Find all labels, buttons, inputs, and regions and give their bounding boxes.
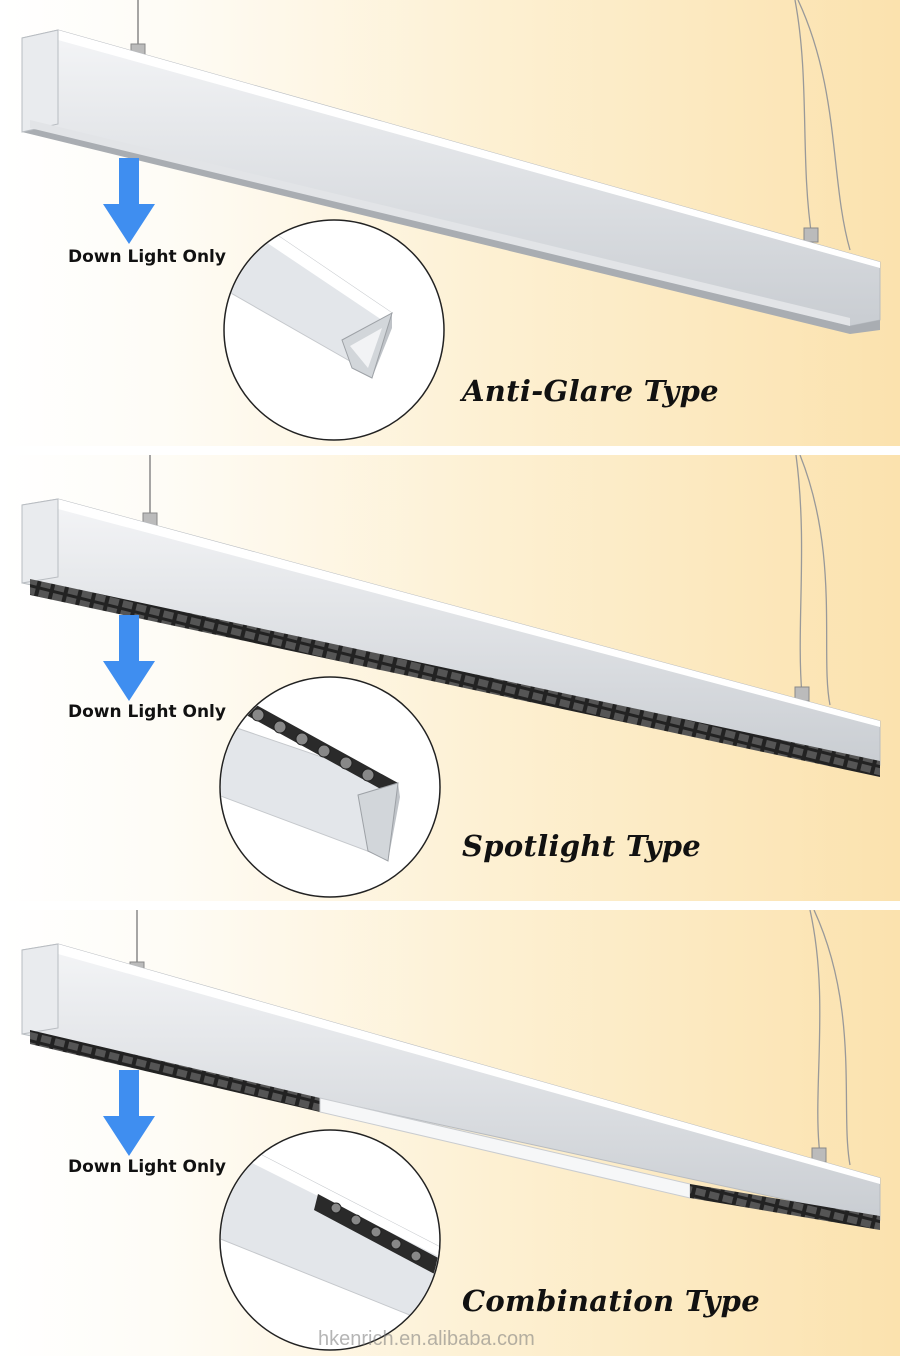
down-light-label: Down Light Only	[68, 1157, 226, 1177]
product-panel-combination: Down Light Only Combination Type	[0, 910, 900, 1356]
linear-light-fixture	[21, 0, 881, 334]
watermark: hkenrich.en.alibaba.com	[318, 1328, 535, 1350]
detail-zoom-circle	[223, 219, 445, 441]
detail-zoom-circle	[219, 676, 441, 898]
type-title: Combination Type	[462, 1284, 760, 1318]
down-light-label: Down Light Only	[68, 702, 226, 722]
down-light-label: Down Light Only	[68, 247, 226, 267]
product-panel-spotlight: Down Light Only Spotlight Type	[0, 455, 900, 901]
type-title: Spotlight Type	[462, 829, 702, 863]
down-arrow-icon	[103, 158, 155, 244]
down-arrow-icon	[103, 615, 155, 701]
panel-divider	[0, 901, 900, 910]
linear-light-fixture	[21, 910, 881, 1230]
panel-divider	[0, 446, 900, 455]
down-arrow-icon	[103, 1070, 155, 1156]
linear-light-fixture	[21, 455, 881, 777]
product-panel-anti-glare: Down Light Only Anti-Glare Type	[0, 0, 900, 446]
detail-zoom-circle	[219, 1129, 441, 1351]
type-title: Anti-Glare Type	[462, 374, 719, 408]
